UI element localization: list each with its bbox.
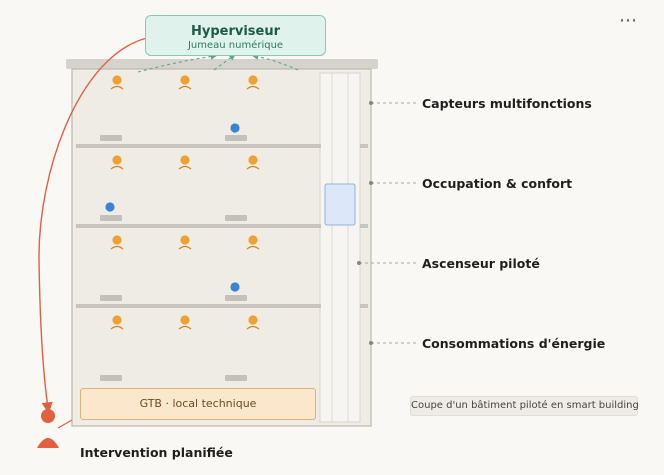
callout-sensors: Capteurs multifonctions (422, 96, 592, 111)
desks (100, 135, 247, 381)
occupant-icon (178, 235, 192, 250)
hypervisor-subtitle: Jumeau numérique (187, 40, 284, 51)
intervention-label: Intervention planifiée (80, 445, 233, 460)
occupants (110, 75, 260, 330)
elevator-shaft (319, 72, 361, 423)
floor-slab-3 (76, 304, 321, 308)
elevator-cabin (324, 183, 356, 226)
technician-body-icon (37, 438, 59, 448)
callout-occupancy: Occupation & confort (422, 176, 573, 191)
caption-chip: Coupe d'un bâtiment piloté en smart buil… (410, 396, 639, 416)
floor-slab-2 (76, 224, 321, 228)
hypervisor-title: Hyperviseur (190, 24, 281, 39)
occupant-icon (110, 155, 124, 170)
hypervisor-links (137, 53, 299, 73)
callout-dots (357, 101, 373, 345)
callout-elevator: Ascenseur piloté (422, 256, 540, 271)
occupant-icon (178, 315, 192, 330)
gtb-technical-room[interactable]: GTB · local technique (80, 388, 316, 420)
occupant-icon (110, 75, 124, 90)
sensor-icon (105, 202, 115, 212)
occupant-icon (178, 75, 192, 90)
sensors (105, 123, 240, 292)
occupant-icon (178, 155, 192, 170)
callout-leaders (359, 102, 418, 344)
sensor-icon (230, 282, 240, 292)
occupant-icon (110, 315, 124, 330)
occupant-icon (246, 75, 260, 90)
roof-slab (66, 59, 378, 69)
more-options-icon[interactable]: ⋯ (619, 10, 638, 31)
occupant-icon (110, 235, 124, 250)
floor-slab-1 (76, 144, 321, 148)
sensor-icon (230, 123, 240, 133)
hypervisor-box[interactable]: Hyperviseur Jumeau numérique (145, 15, 326, 56)
technician-head-icon (41, 409, 55, 423)
occupant-icon (246, 235, 260, 250)
callout-energy: Consommations d'énergie (422, 336, 606, 351)
occupant-icon (246, 155, 260, 170)
intervention-arrow (38, 37, 148, 414)
occupant-icon (246, 315, 260, 330)
